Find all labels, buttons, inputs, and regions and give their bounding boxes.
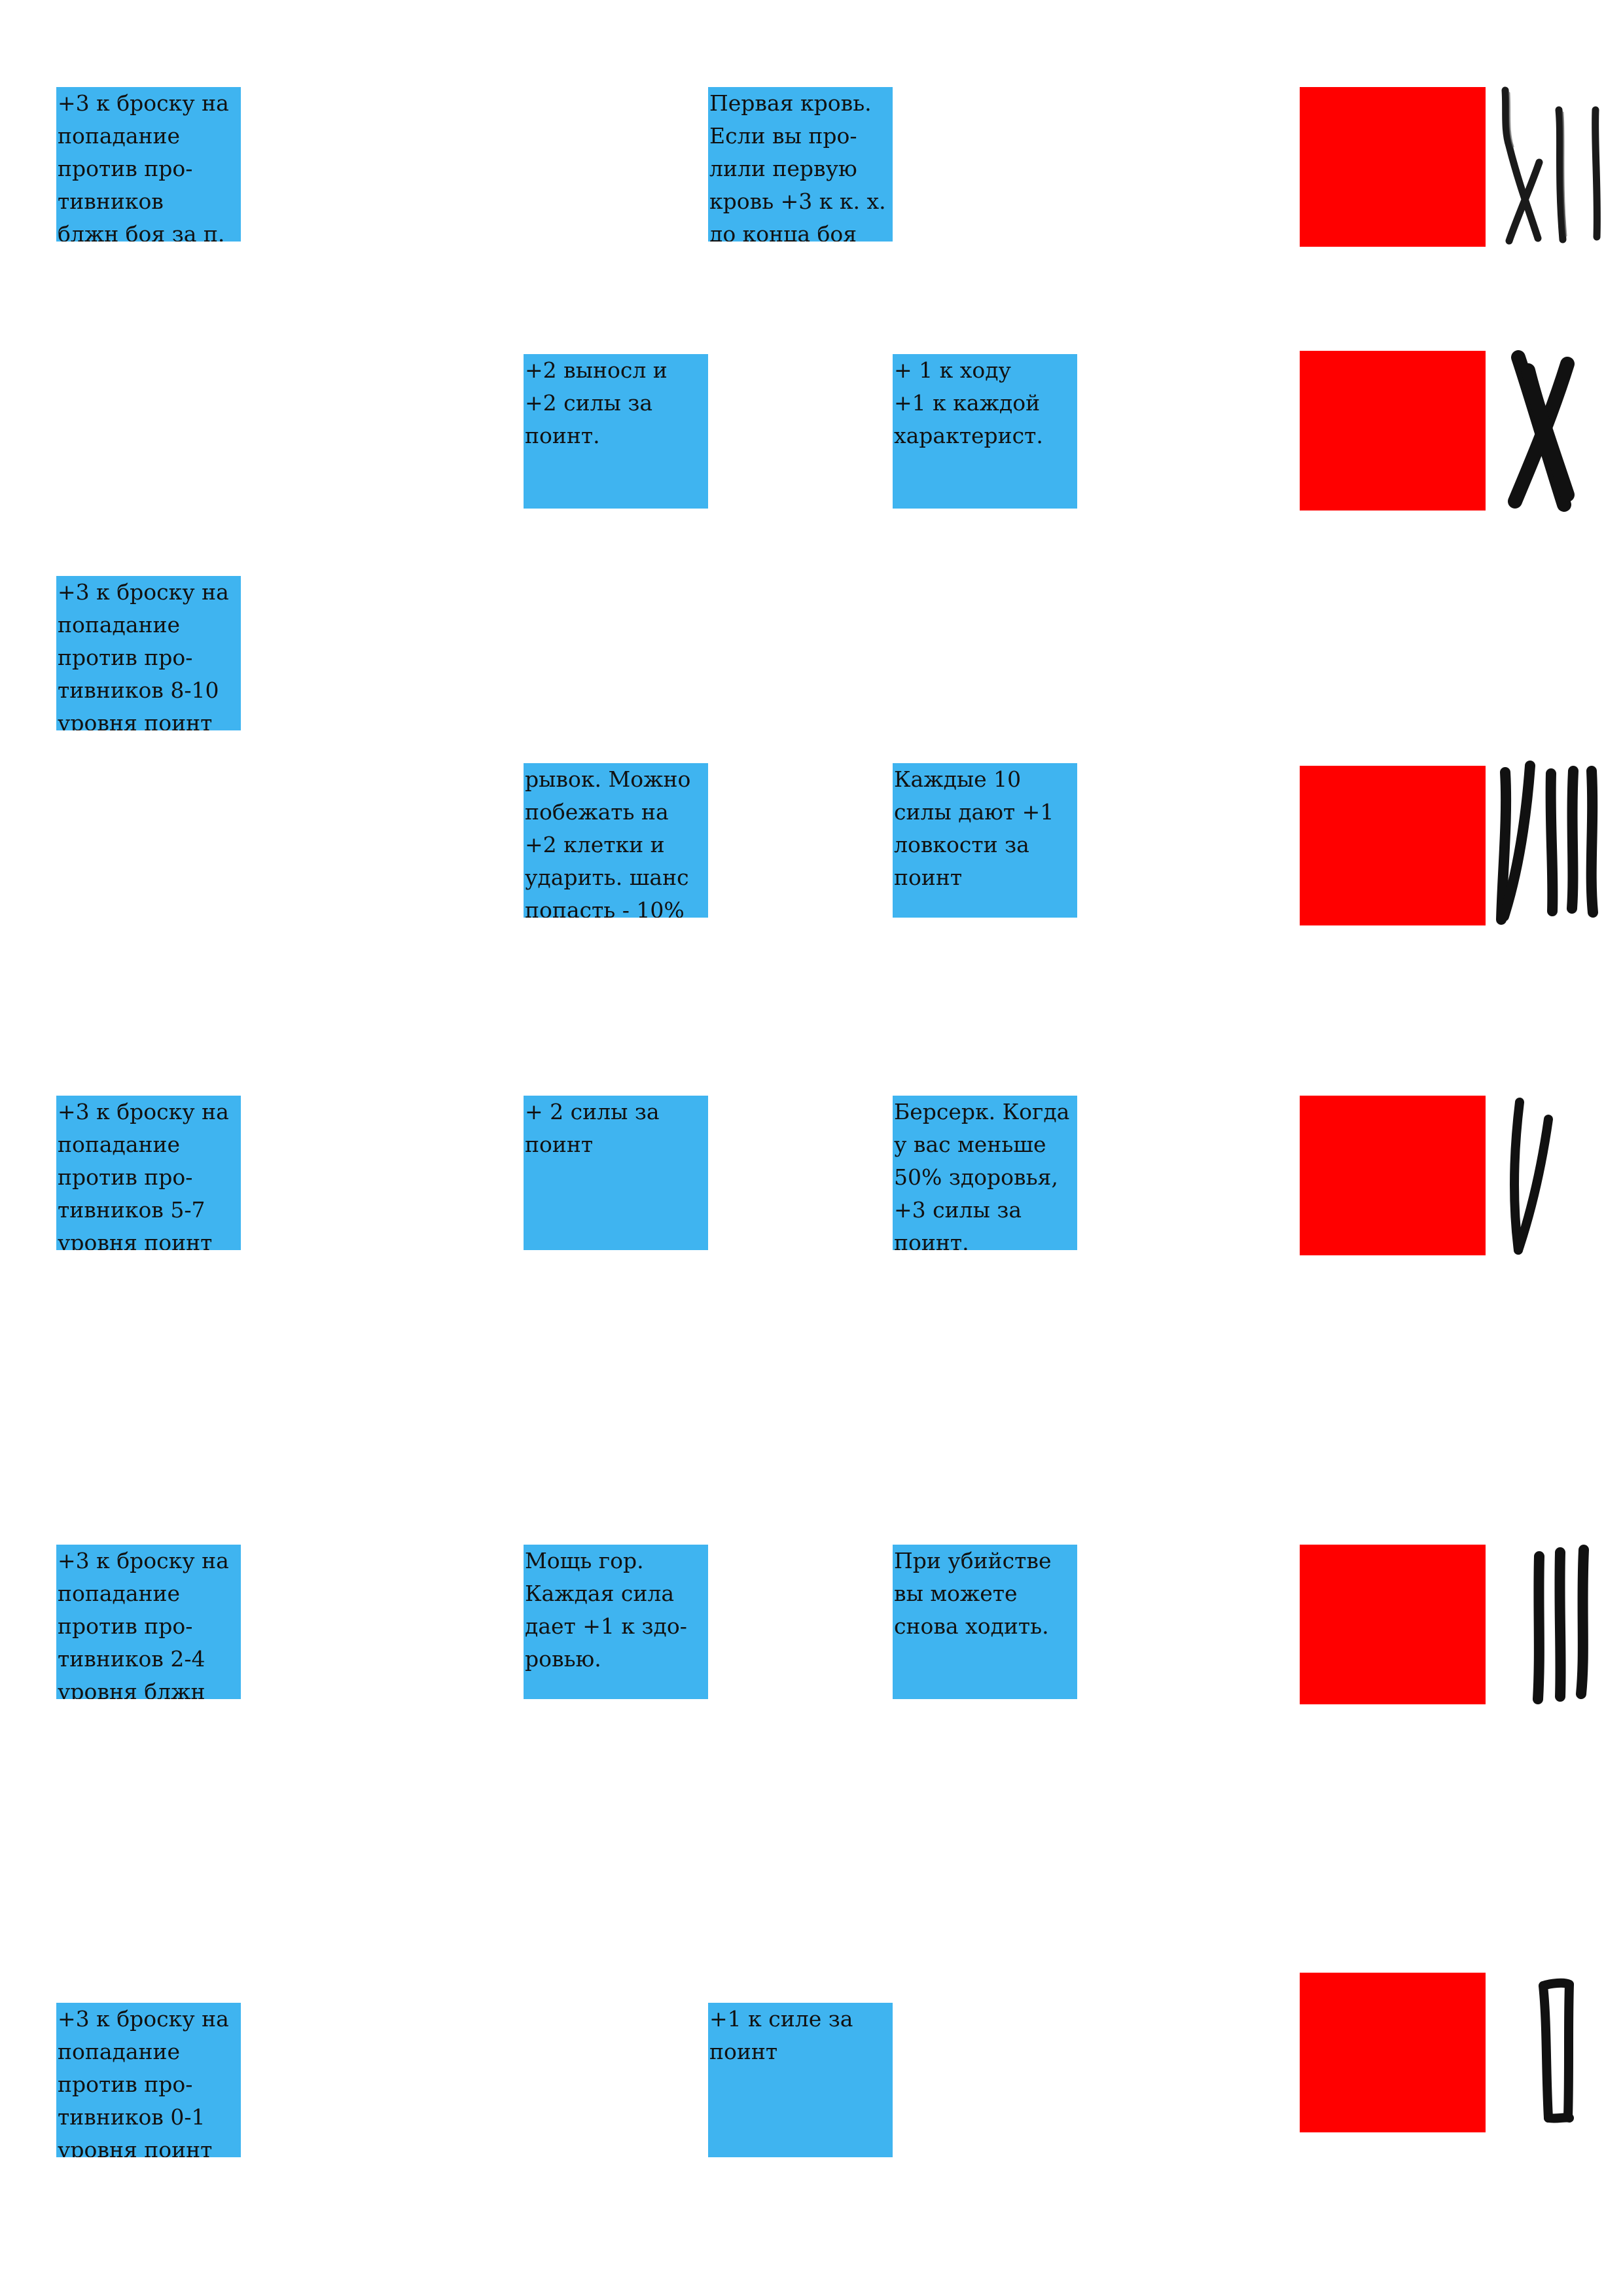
numeral-v-svg: [1510, 1098, 1553, 1255]
talent-card-r3c1[interactable]: +3 к броску на попадание против про- тив…: [56, 576, 241, 730]
talent-card-r7c3[interactable]: +1 к силе за поинт: [708, 2003, 893, 2157]
numeral-zero-svg: [1539, 1978, 1574, 2123]
talent-card-text: Каждые 10 силы дают +1 ловкости за поинт: [894, 766, 1054, 890]
numeral-zero-icon: [1492, 1971, 1616, 2135]
talent-card-r4c4[interactable]: Каждые 10 силы дают +1 ловкости за поинт: [893, 763, 1077, 918]
talent-card-r1c3[interactable]: Первая кровь. Если вы про- лили первую к…: [708, 87, 893, 242]
talent-card-r7c1[interactable]: +3 к броску на попадание против про- тив…: [56, 2003, 241, 2157]
talent-card-text: Первая кровь. Если вы про- лили первую к…: [709, 90, 886, 242]
numeral-iii-svg: [1533, 1545, 1589, 1704]
talent-card-r2c4[interactable]: + 1 к ходу +1 к каждой характерист.: [893, 354, 1077, 509]
talent-card-text: +3 к броску на попадание против про- тив…: [58, 1099, 229, 1250]
talent-card-r4c2[interactable]: рывок. Можно побежать на +2 клетки и уда…: [524, 763, 708, 918]
talent-card-r5c1[interactable]: +3 к броску на попадание против про- тив…: [56, 1096, 241, 1250]
talent-card-r2c2[interactable]: +2 выносл и +2 силы за поинт.: [524, 354, 708, 509]
numeral-viii-icon: [1492, 759, 1616, 925]
talent-card-r6c1[interactable]: +3 к броску на попадание против про- тив…: [56, 1545, 241, 1699]
talent-card-r5c4[interactable]: Берсерк. Когда у вас меньше 50% здоровья…: [893, 1096, 1077, 1250]
talent-card-text: +3 к броску на попадание против про- тив…: [58, 1548, 229, 1699]
numeral-viii-svg: [1496, 761, 1598, 925]
talent-card-text: Берсерк. Когда у вас меньше 50% здоровья…: [894, 1099, 1070, 1250]
level-marker-xii: [1300, 87, 1486, 247]
numeral-x-svg: [1508, 350, 1575, 512]
level-marker-viii: [1300, 766, 1486, 925]
level-marker-v: [1300, 1096, 1486, 1255]
level-marker-zero: [1300, 1973, 1486, 2132]
talent-card-r5c2[interactable]: + 2 силы за поинт: [524, 1096, 708, 1250]
talent-card-text: +2 выносл и +2 силы за поинт.: [525, 357, 668, 448]
talent-card-r6c2[interactable]: Мощь гор. Каждая сила дает +1 к здо- ров…: [524, 1545, 708, 1699]
talent-card-text: При убийстве вы можете снова ходить.: [894, 1548, 1052, 1639]
talent-card-text: +3 к броску на попадание против про- тив…: [58, 90, 229, 242]
talent-card-text: +3 к броску на попадание против про- тив…: [58, 579, 229, 730]
talent-card-text: + 2 силы за поинт: [525, 1099, 660, 1157]
numeral-xii-svg: [1501, 86, 1601, 245]
numeral-x-icon: [1492, 344, 1616, 512]
talent-card-text: + 1 к ходу +1 к каждой характерист.: [894, 357, 1043, 448]
talent-card-r1c1[interactable]: +3 к броску на попадание против про- тив…: [56, 87, 241, 242]
level-marker-x: [1300, 351, 1486, 511]
talent-card-text: +1 к силе за поинт: [709, 2006, 853, 2064]
numeral-v-icon: [1492, 1093, 1616, 1257]
level-marker-iii: [1300, 1545, 1486, 1704]
numeral-iii-icon: [1492, 1542, 1616, 1706]
numeral-xii-icon: [1492, 84, 1616, 247]
talent-card-text: рывок. Можно побежать на +2 клетки и уда…: [525, 766, 691, 918]
talent-card-text: +3 к броску на попадание против про- тив…: [58, 2006, 229, 2157]
talent-card-r6c4[interactable]: При убийстве вы можете снова ходить.: [893, 1545, 1077, 1699]
talent-card-text: Мощь гор. Каждая сила дает +1 к здо- ров…: [525, 1548, 687, 1672]
